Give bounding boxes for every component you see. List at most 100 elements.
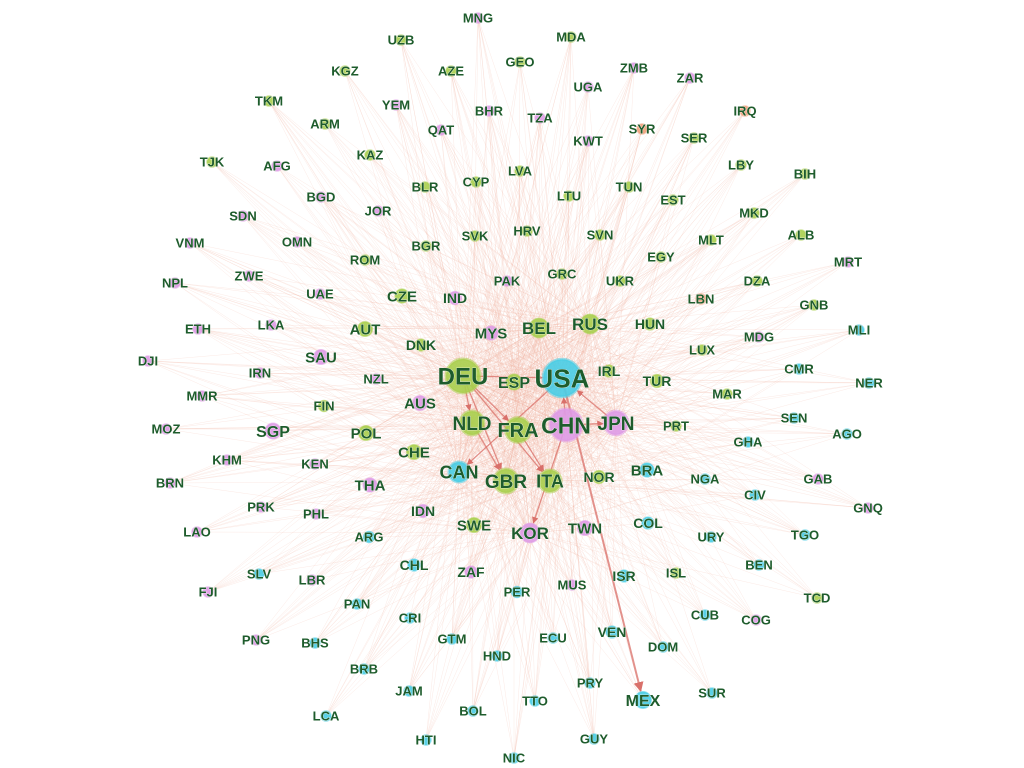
node-circle-cyp[interactable]: [470, 176, 482, 188]
node-circle-blr[interactable]: [419, 181, 431, 193]
node-aze[interactable]: AZE: [438, 63, 465, 79]
node-grc[interactable]: GRC: [547, 266, 578, 282]
node-tha[interactable]: THA: [354, 477, 386, 495]
node-sgp[interactable]: SGP: [256, 422, 291, 441]
node-bih[interactable]: BIH: [794, 166, 817, 182]
node-kaz[interactable]: KAZ: [356, 147, 384, 163]
node-circle-ind[interactable]: [447, 290, 463, 306]
node-circle-ltu[interactable]: [563, 190, 575, 202]
node-hnd[interactable]: HND: [483, 648, 512, 664]
node-circle-aus[interactable]: [411, 394, 429, 412]
node-brb[interactable]: BRB: [350, 661, 379, 677]
node-pol[interactable]: POL: [350, 424, 382, 443]
node-hti[interactable]: HTI: [415, 732, 437, 748]
node-mrt[interactable]: MRT: [834, 254, 863, 270]
node-geo[interactable]: GEO: [505, 54, 535, 70]
node-circle-bgr[interactable]: [420, 240, 432, 252]
node-gab[interactable]: GAB: [803, 471, 833, 487]
node-circle-mda[interactable]: [565, 31, 577, 43]
node-circle-chl[interactable]: [407, 558, 421, 572]
node-tjk[interactable]: TJK: [199, 154, 225, 170]
node-circle-lao[interactable]: [191, 526, 203, 538]
node-circle-kwt[interactable]: [582, 135, 594, 147]
node-circle-bih[interactable]: [799, 168, 811, 180]
node-tur[interactable]: TUR: [642, 373, 672, 390]
node-circle-bol[interactable]: [467, 705, 479, 717]
node-zwe[interactable]: ZWE: [234, 268, 264, 284]
node-circle-aze[interactable]: [445, 65, 457, 77]
node-nzl[interactable]: NZL: [363, 371, 389, 387]
node-gbr[interactable]: GBR: [485, 467, 528, 495]
node-circle-ben[interactable]: [753, 559, 765, 571]
node-circle-nic[interactable]: [508, 752, 520, 764]
node-circle-grc[interactable]: [556, 268, 568, 280]
node-bhr[interactable]: BHR: [475, 103, 504, 119]
node-mkd[interactable]: MKD: [739, 205, 769, 221]
node-blr[interactable]: BLR: [411, 179, 439, 195]
node-circle-swe[interactable]: [465, 516, 483, 534]
node-eth[interactable]: ETH: [185, 321, 212, 337]
node-circle-vnm[interactable]: [184, 237, 196, 249]
node-circle-egy[interactable]: [655, 251, 667, 263]
node-lbr[interactable]: LBR: [298, 572, 326, 588]
node-usa[interactable]: USA: [534, 357, 590, 399]
node-circle-cze[interactable]: [394, 288, 410, 304]
node-tkm[interactable]: TKM: [255, 93, 284, 109]
node-fji[interactable]: FJI: [198, 584, 218, 600]
node-mmr[interactable]: MMR: [186, 388, 218, 404]
node-chn[interactable]: CHN: [541, 407, 591, 443]
node-zar[interactable]: ZAR: [676, 70, 704, 86]
node-circle-per[interactable]: [510, 585, 524, 599]
node-circle-mng[interactable]: [472, 12, 484, 24]
node-circle-sdn[interactable]: [237, 210, 249, 222]
node-tcd[interactable]: TCD: [803, 590, 831, 606]
node-circle-png[interactable]: [250, 634, 262, 646]
node-gha[interactable]: GHA: [733, 434, 764, 450]
node-jam[interactable]: JAM: [395, 683, 423, 699]
node-circle-civ[interactable]: [749, 489, 761, 501]
node-aus[interactable]: AUS: [404, 394, 436, 413]
node-pan[interactable]: PAN: [343, 596, 370, 612]
node-nld[interactable]: NLD: [452, 409, 492, 437]
node-swe[interactable]: SWE: [457, 516, 491, 535]
node-bgr[interactable]: BGR: [411, 238, 442, 254]
node-circle-mli[interactable]: [853, 324, 865, 336]
node-ago[interactable]: AGO: [832, 426, 862, 442]
node-omn[interactable]: OMN: [282, 234, 313, 250]
node-circle-irn[interactable]: [254, 367, 266, 379]
node-circle-zaf[interactable]: [464, 565, 478, 579]
node-circle-pol[interactable]: [357, 424, 375, 442]
node-circle-lbr[interactable]: [306, 574, 318, 586]
node-ukr[interactable]: UKR: [606, 273, 635, 289]
node-cri[interactable]: CRI: [399, 610, 422, 626]
node-circle-sgp[interactable]: [264, 422, 282, 440]
node-circle-ven[interactable]: [605, 625, 619, 639]
node-rom[interactable]: ROM: [350, 252, 381, 268]
node-svn[interactable]: SVN: [586, 227, 614, 243]
node-circle-sen[interactable]: [788, 412, 800, 424]
node-circle-bgd[interactable]: [315, 191, 327, 203]
node-ecu[interactable]: ECU: [539, 630, 567, 646]
node-fra[interactable]: FRA: [497, 416, 539, 444]
node-circle-ago[interactable]: [841, 428, 853, 440]
node-circle-cri[interactable]: [404, 612, 416, 624]
node-ner[interactable]: NER: [855, 375, 884, 391]
node-est[interactable]: EST: [660, 192, 686, 208]
node-mys[interactable]: MYS: [474, 325, 508, 343]
node-circle-lbn[interactable]: [695, 293, 707, 305]
node-kwt[interactable]: KWT: [573, 133, 603, 149]
node-circle-mkd[interactable]: [748, 207, 760, 219]
node-bra[interactable]: BRA: [630, 462, 664, 480]
node-circle-ken[interactable]: [309, 458, 321, 470]
node-circle-ser[interactable]: [688, 132, 700, 144]
node-khm[interactable]: KHM: [212, 452, 242, 468]
node-circle-mex[interactable]: [634, 691, 652, 709]
node-circle-tjk[interactable]: [206, 156, 218, 168]
node-hun[interactable]: HUN: [635, 316, 666, 333]
node-circle-guy[interactable]: [588, 733, 600, 745]
node-circle-tun[interactable]: [623, 181, 635, 193]
node-circle-ury[interactable]: [705, 531, 717, 543]
node-cyp[interactable]: CYP: [462, 174, 490, 190]
node-per[interactable]: PER: [503, 584, 531, 600]
node-nga[interactable]: NGA: [690, 471, 721, 487]
